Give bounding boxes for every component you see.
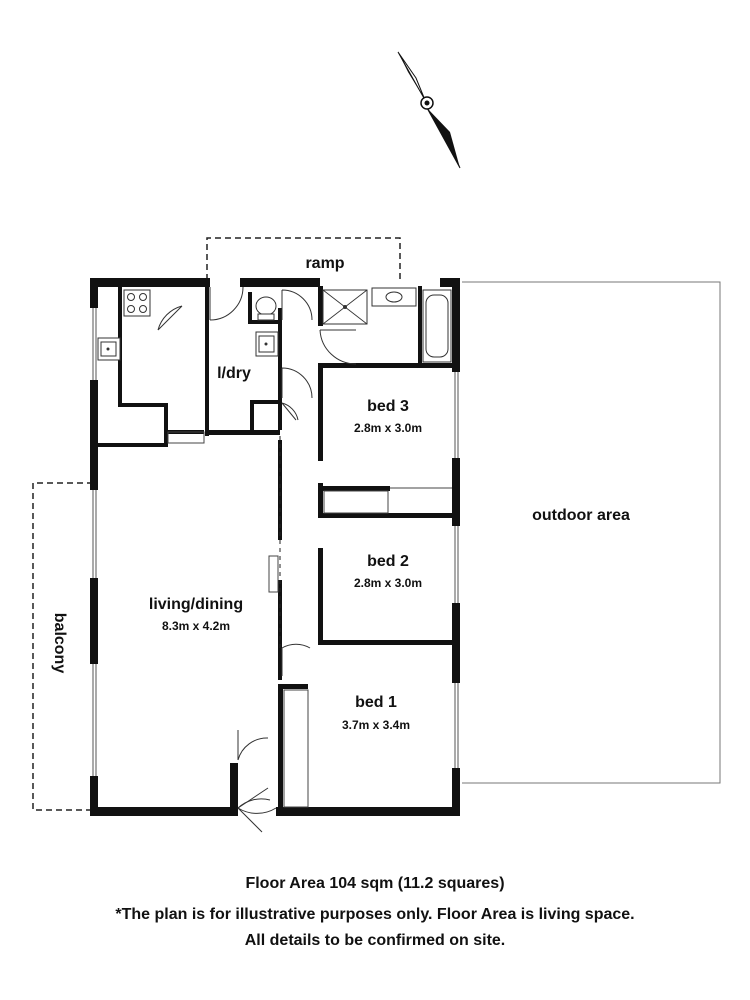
bed1-dimensions: 3.7m x 3.4m bbox=[342, 718, 410, 732]
north-arrow-icon bbox=[397, 51, 461, 169]
exterior-walls bbox=[90, 278, 460, 816]
ramp-label: ramp bbox=[305, 255, 344, 272]
vanity-basin-icon bbox=[371, 287, 417, 307]
windows bbox=[92, 308, 459, 776]
floor-area-caption: Floor Area 104 sqm (11.2 squares) bbox=[245, 875, 505, 892]
ramp-outline bbox=[206, 237, 401, 280]
kitchen-sink-icon bbox=[97, 337, 121, 361]
bathtub-icon bbox=[422, 289, 452, 363]
cooktop-icon bbox=[123, 289, 151, 317]
shower-icon bbox=[322, 289, 368, 325]
laundry-label: l/dry bbox=[217, 365, 251, 382]
living-dining-label: living/dining bbox=[149, 596, 243, 613]
bed2-dimensions: 2.8m x 3.0m bbox=[354, 576, 422, 590]
bed3-dimensions: 2.8m x 3.0m bbox=[354, 421, 422, 435]
bed1-label: bed 1 bbox=[355, 694, 397, 711]
balcony-label: balcony bbox=[51, 613, 68, 674]
toilet-icon bbox=[255, 296, 277, 321]
laundry-sink-icon bbox=[255, 331, 279, 357]
pantry-door-arc bbox=[157, 305, 183, 331]
living-dining-dimensions: 8.3m x 4.2m bbox=[162, 619, 230, 633]
bed2-label: bed 2 bbox=[367, 553, 409, 570]
door-swings bbox=[209, 286, 357, 833]
disclaimer-line-1: *The plan is for illustrative purposes o… bbox=[115, 906, 635, 923]
bed3-label: bed 3 bbox=[367, 398, 409, 415]
outdoor-area-label: outdoor area bbox=[532, 507, 630, 524]
wardrobes bbox=[167, 431, 452, 808]
outdoor-area-outline bbox=[462, 281, 721, 784]
disclaimer-line-2: All details to be confirmed on site. bbox=[244, 932, 506, 949]
balcony-outline bbox=[32, 482, 93, 811]
